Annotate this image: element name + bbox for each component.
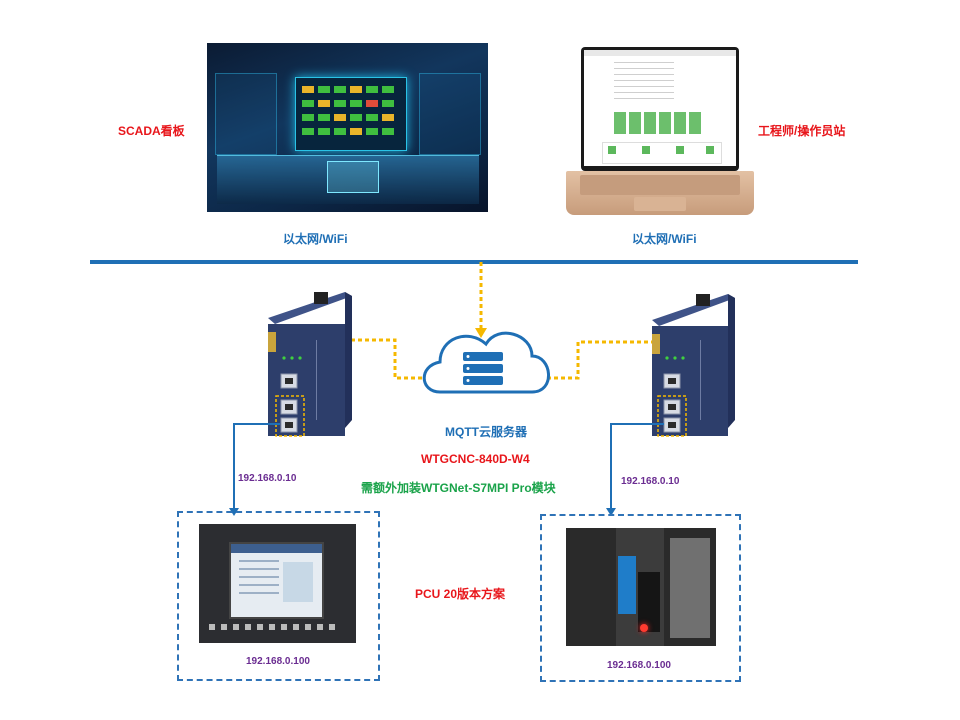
- scada-hologram: [327, 161, 379, 193]
- dotted-link-right: [540, 340, 655, 380]
- cable-right: [610, 423, 664, 510]
- scada-side-panel-right: [419, 73, 481, 155]
- gateway-ip-right: 192.168.0.10: [621, 476, 680, 487]
- device-ip-right: 192.168.0.100: [607, 660, 671, 671]
- hmi-panel-image: [199, 524, 356, 643]
- laptop-base: [566, 171, 754, 215]
- station-label: 工程师/操作员站: [758, 124, 846, 138]
- mqtt-label: MQTT云服务器: [445, 425, 527, 439]
- iot-gateway-icon-left: [268, 292, 352, 437]
- cable-left: [233, 423, 280, 510]
- laptop-icon: [581, 47, 739, 171]
- device-box-left: [177, 511, 380, 681]
- scheme-label: PCU 20版本方案: [415, 587, 506, 601]
- gateway-ip-left: 192.168.0.10: [238, 473, 297, 484]
- laptop-screen-content: [584, 50, 736, 166]
- scada-console-desk: [217, 155, 479, 204]
- model-label: WTGCNC-840D-W4: [421, 452, 530, 466]
- device-ip-left: 192.168.0.100: [246, 656, 310, 667]
- scada-dashboard-image: [207, 43, 488, 212]
- scada-label: SCADA看板: [118, 124, 185, 138]
- module-note: 需额外加装WTGNet-S7MPI Pro模块: [361, 481, 556, 495]
- device-box-right: [540, 514, 741, 682]
- ethernet-label-right: 以太网/WiFi: [632, 232, 697, 246]
- iot-gateway-icon-right: [652, 294, 735, 437]
- arrow-down-icon-right: [606, 508, 616, 516]
- ethernet-label-left: 以太网/WiFi: [283, 232, 348, 246]
- dotted-link-left: [330, 338, 438, 380]
- arrow-down-icon: [475, 328, 487, 338]
- scada-side-panel-left: [215, 73, 277, 155]
- cloud-server-icon: [422, 331, 550, 394]
- scada-main-screen: [295, 77, 407, 151]
- machine-photo: [566, 528, 716, 646]
